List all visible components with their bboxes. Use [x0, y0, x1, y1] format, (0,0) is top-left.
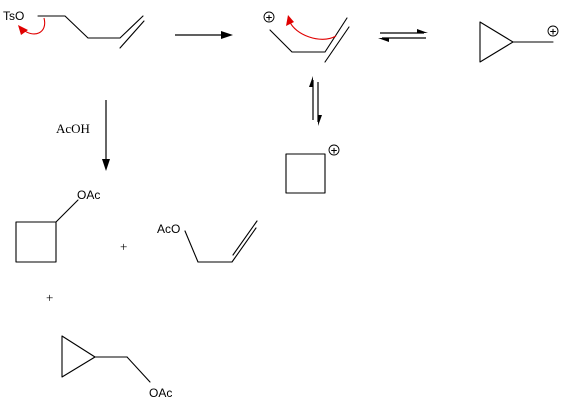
- cyclobutyl-acetate: OAc: [15, 188, 100, 263]
- ionization-reaction-arrow: [175, 31, 233, 39]
- plus-sign: +: [46, 290, 53, 305]
- cyclopropane-ring: [479, 21, 514, 63]
- c-o-bond: [126, 356, 151, 383]
- equilibrium-arrow-vertical: [309, 76, 322, 126]
- ionization-arrowhead: [18, 25, 28, 35]
- cyclopropylcarbinyl-acetate: OAc: [61, 335, 172, 400]
- cyclobutyl-cation: +: [285, 144, 340, 194]
- homoallyl-acetate: AcO: [157, 220, 258, 263]
- cation-double-bond: [324, 26, 350, 63]
- pi-attack-arrow: [289, 21, 337, 40]
- terminal-double-bond: [119, 20, 145, 49]
- reagent-label: AcOH: [56, 121, 90, 136]
- cation-charge-icon: [263, 11, 275, 23]
- solvolysis-arrow: AcOH: [56, 100, 110, 171]
- c-o-bond: [55, 199, 79, 223]
- cation-charge-icon: [547, 25, 559, 37]
- cation-chain: [269, 17, 348, 53]
- acetate-label: OAc: [77, 188, 100, 202]
- svg-text:+: +: [549, 28, 557, 38]
- pi-attack-arrowhead: [286, 15, 294, 26]
- terminal-double-bond: [232, 220, 258, 256]
- svg-text:+: +: [330, 147, 338, 157]
- cation-charge-icon: [328, 144, 340, 156]
- cyclopropane-ring: [61, 335, 96, 378]
- cyclopropylcarbinyl-cation: +: [479, 21, 559, 63]
- equilibrium-arrow-horizontal: [378, 29, 428, 42]
- acetate-label: OAc: [149, 386, 172, 400]
- cyclobutane-ring: [15, 221, 57, 263]
- homoallyl-tosylate: TsO: [3, 9, 145, 49]
- homoallyl-chain: [184, 227, 257, 263]
- homoallyl-cation: +: [263, 11, 350, 63]
- acetate-label: AcO: [157, 222, 180, 236]
- svg-text:+: +: [265, 14, 273, 24]
- tosylate-label: TsO: [3, 9, 24, 23]
- cyclobutane-ring: [285, 153, 326, 194]
- homoallyl-chain: [37, 15, 144, 39]
- plus-sign: +: [120, 239, 127, 254]
